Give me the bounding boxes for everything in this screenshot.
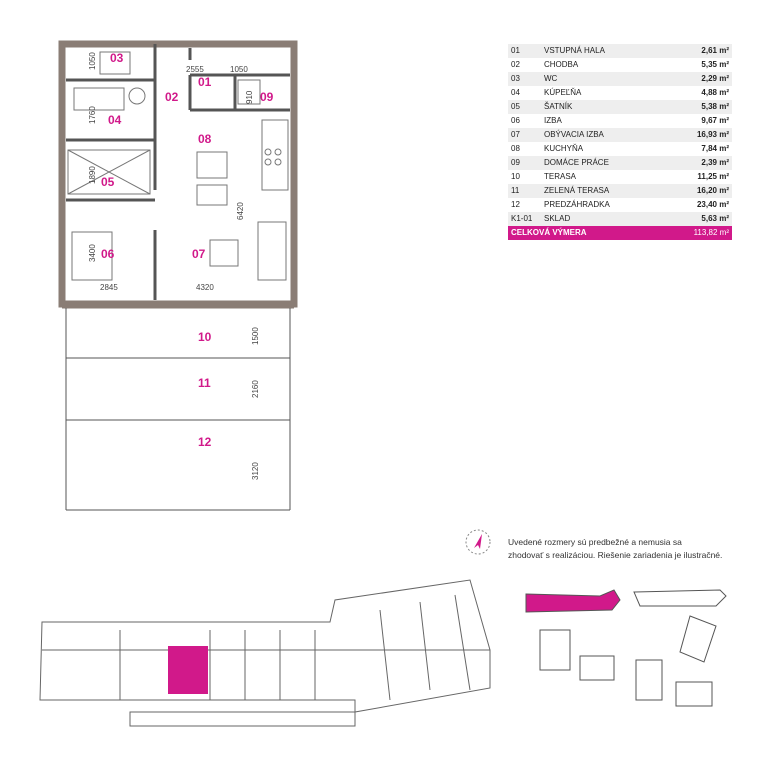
room-no: 10 — [511, 172, 520, 181]
room-no: 09 — [511, 158, 520, 167]
room-row: 04 KÚPEĽŇA 4,88 m² — [508, 86, 732, 100]
room-area: 7,84 m² — [701, 144, 729, 153]
room-row: 08 KUCHYŇA 7,84 m² — [508, 142, 732, 156]
room-area: 23,40 m² — [696, 200, 729, 209]
dim-3400: 3400 — [88, 244, 97, 262]
dim-2555: 2555 — [186, 65, 204, 74]
room-no: 06 — [511, 116, 520, 125]
room-name: KUCHYŇA — [544, 144, 584, 153]
room-row: 11 ZELENÁ TERASA 16,20 m² — [508, 184, 732, 198]
room-name: TERASA — [544, 172, 577, 181]
room-row: 02 CHODBA 5,35 m² — [508, 58, 732, 72]
dim-1500: 1500 — [251, 327, 260, 345]
room-area: 4,88 m² — [701, 88, 729, 97]
apartment-highlight — [168, 646, 208, 694]
room-row: 07 OBÝVACIA IZBA 16,93 m² — [508, 128, 732, 142]
dim-1050-top: 1050 — [230, 65, 248, 74]
room-name: ZELENÁ TERASA — [544, 186, 610, 195]
site-context-map — [525, 589, 727, 707]
room-label-10: 10 — [198, 330, 212, 344]
dim-1760: 1760 — [88, 106, 97, 124]
total-area: 113,82 m² — [693, 228, 729, 237]
room-label-05: 05 — [101, 175, 115, 189]
room-label-07: 07 — [192, 247, 206, 261]
room-label-02: 02 — [165, 90, 179, 104]
room-name: ŠATNÍK — [544, 102, 573, 111]
room-area: 11,25 m² — [697, 172, 729, 181]
room-row: 05 ŠATNÍK 5,38 m² — [508, 100, 732, 114]
building-floor-plan — [39, 579, 491, 727]
disclaimer-line-1: Uvedené rozmery sú predbežné a nemusia s… — [508, 537, 682, 547]
room-area: 2,61 m² — [701, 46, 729, 55]
fixtures — [67, 51, 289, 281]
room-name: SKLAD — [544, 214, 571, 223]
room-no: 08 — [511, 144, 520, 153]
room-name: KÚPEĽŇA — [544, 88, 582, 97]
room-label-03: 03 — [110, 51, 124, 65]
room-label-08: 08 — [198, 132, 212, 146]
room-area: 2,29 m² — [701, 74, 729, 83]
room-no: 11 — [511, 186, 520, 195]
apartment-walls — [58, 40, 298, 309]
room-no: 04 — [511, 88, 520, 97]
room-area: 5,35 m² — [701, 60, 729, 69]
room-row: 01 VSTUPNÁ HALA 2,61 m² — [508, 44, 732, 58]
room-no: K1-01 — [511, 214, 533, 223]
dim-2160: 2160 — [251, 380, 260, 398]
total-label: CELKOVÁ VÝMERA — [511, 228, 587, 237]
room-no: 07 — [511, 130, 520, 139]
room-name: WC — [544, 74, 558, 83]
dim-1050-left: 1050 — [88, 52, 97, 70]
room-area: 16,93 m² — [696, 130, 729, 139]
outdoor-areas — [65, 308, 291, 511]
room-label-04: 04 — [108, 113, 122, 127]
room-name: DOMÁCE PRÁCE — [544, 158, 609, 167]
room-name: CHODBA — [544, 60, 579, 69]
room-area: 5,38 m² — [701, 102, 729, 111]
room-no: 03 — [511, 74, 520, 83]
room-area: 9,67 m² — [701, 116, 729, 125]
dim-3120: 3120 — [251, 462, 260, 480]
room-no: 05 — [511, 102, 520, 111]
room-label-09: 09 — [260, 90, 274, 104]
room-no: 12 — [511, 200, 520, 209]
room-area: 2,39 m² — [701, 158, 729, 167]
room-area-table: 01 VSTUPNÁ HALA 2,61 m² 02 CHODBA 5,35 m² 03 WC… — [508, 44, 732, 240]
room-area: 16,20 m² — [696, 186, 729, 195]
room-name: OBÝVACIA IZBA — [544, 130, 604, 139]
room-no: 02 — [511, 60, 520, 69]
interior-walls — [66, 44, 290, 300]
room-no: 01 — [511, 46, 520, 55]
room-label-01: 01 — [198, 75, 212, 89]
room-label-11: 11 — [198, 376, 211, 390]
room-name: PREDZÁHRADKA — [544, 200, 610, 209]
room-row: 09 DOMÁCE PRÁCE 2,39 m² — [508, 156, 732, 170]
north-arrow-icon — [465, 529, 491, 555]
room-row: 06 IZBA 9,67 m² — [508, 114, 732, 128]
room-label-06: 06 — [101, 247, 115, 261]
dim-1890: 1890 — [88, 166, 97, 184]
room-row: 12 PREDZÁHRADKA 23,40 m² — [508, 198, 732, 212]
disclaimer-note: Uvedené rozmery sú predbežné a nemusia s… — [508, 536, 748, 562]
total-area-row: CELKOVÁ VÝMERA 113,82 m² — [508, 226, 732, 240]
room-row: 03 WC 2,29 m² — [508, 72, 732, 86]
dim-4320: 4320 — [196, 283, 214, 292]
room-area: 5,63 m² — [701, 214, 729, 223]
dim-2845: 2845 — [100, 283, 118, 292]
room-row: 10 TERASA 11,25 m² — [508, 170, 732, 184]
room-name: VSTUPNÁ HALA — [544, 46, 605, 55]
room-name: IZBA — [544, 116, 562, 125]
dim-6420: 6420 — [236, 202, 245, 220]
disclaimer-line-2: zhodovať s realizáciou. Riešenie zariade… — [508, 550, 723, 560]
room-row: K1-01 SKLAD 5,63 m² — [508, 212, 732, 226]
dim-910: 910 — [245, 90, 254, 104]
room-label-12: 12 — [198, 435, 212, 449]
